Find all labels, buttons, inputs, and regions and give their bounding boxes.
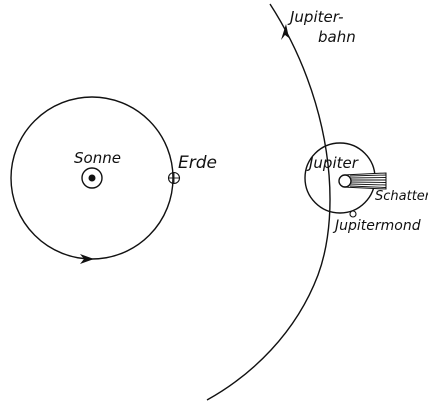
jupiter-moon-dot: [350, 211, 356, 217]
jupiter-terminator-mark: [339, 175, 351, 187]
jupiter-moon-label: Jupitermond: [332, 218, 421, 234]
earth-label: Erde: [178, 153, 217, 173]
shadow-label: Schatten: [375, 189, 428, 204]
sun-label: Sonne: [74, 149, 121, 167]
jupiter-label: Jupiter: [306, 154, 359, 172]
jupiter-orbit-arrowhead-icon: [281, 24, 289, 40]
jupiter-orbit-label-line2: bahn: [318, 28, 356, 46]
jupiter-orbit-label-line1: Jupiter-: [287, 8, 344, 26]
sun-center-dot: [89, 175, 96, 182]
jupiter-orbit: [207, 4, 330, 400]
